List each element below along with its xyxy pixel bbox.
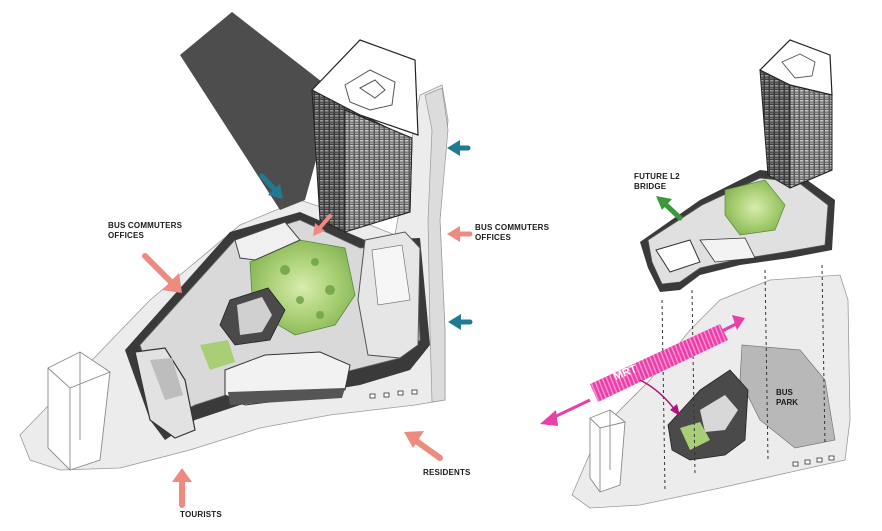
label-bus-commuters-offices-left: BUS COMMUTERS OFFICES: [108, 221, 182, 241]
label-line: PARK: [776, 398, 799, 407]
arrow-residents: [404, 431, 443, 461]
arrow-future-l2-bridge: [656, 196, 683, 221]
upper-south-block: [699, 237, 756, 263]
label-line: BUS COMMUTERS: [475, 223, 550, 232]
vertical-dashed-lines: [661, 264, 826, 491]
arrow-salmon-small: [313, 214, 332, 236]
east-road: [424, 87, 449, 403]
site-markers-left: [369, 389, 418, 399]
arrow-teal-top: [447, 140, 471, 156]
left-site-plan: [19, 12, 473, 508]
arrow-bus-commuters-right: [447, 226, 473, 242]
label-bus-commuters-offices-right: BUS COMMUTERS OFFICES: [475, 223, 549, 243]
arrow-teal-tower: [259, 173, 283, 199]
ground-level-tower-top: [700, 395, 738, 432]
mrt-band: [540, 315, 745, 426]
east-block-roof: [371, 244, 411, 306]
wireframe-tower-left: [47, 351, 111, 471]
site-markers-right: [792, 455, 835, 467]
label-bus-park: BUS PARK: [776, 388, 798, 408]
arrow-tourists: [172, 468, 192, 508]
label-tourists: TOURISTS: [180, 510, 222, 519]
upper-level-garden: [724, 179, 786, 236]
upper-west-block: [655, 239, 701, 273]
ground-level-green: [680, 422, 710, 450]
arrow-teal-bottom: [448, 314, 473, 330]
south-curved-block-base: [228, 388, 345, 405]
wireframe-tower-right: [589, 409, 626, 493]
label-line: BRIDGE: [634, 182, 667, 191]
label-line: FUTURE L2: [634, 172, 680, 181]
tower-shadow: [180, 12, 335, 210]
right-site-plan: [540, 39, 851, 509]
west-slab-stripe: [150, 358, 183, 400]
north-block: [234, 221, 301, 261]
arrow-mrt-down: [639, 379, 680, 416]
arrow-bus-commuters-left: [142, 253, 182, 293]
label-line: BUS: [776, 388, 793, 397]
main-tower-left: [311, 39, 419, 233]
label-residents: RESIDENTS: [423, 468, 471, 477]
label-line: OFFICES: [108, 231, 145, 240]
central-structure-top: [237, 297, 272, 335]
label-line: OFFICES: [475, 233, 512, 242]
label-line: BUS COMMUTERS: [108, 221, 183, 230]
main-tower-right: [758, 39, 833, 189]
label-future-l2-bridge: FUTURE L2 BRIDGE: [634, 172, 680, 192]
west-green-patch: [200, 340, 235, 370]
